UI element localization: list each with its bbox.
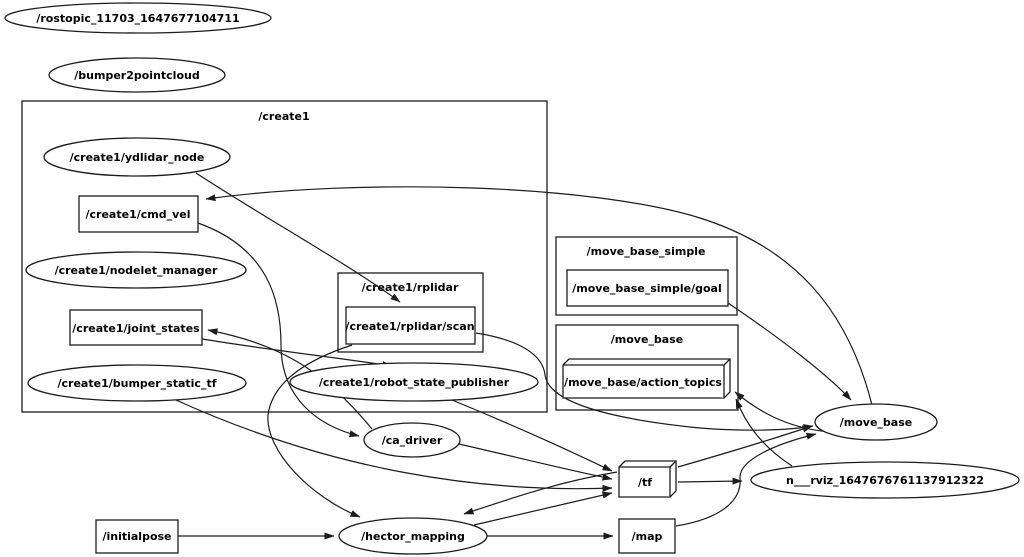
edge-jointstates-to-rsp (201, 338, 393, 369)
move-base-box (555, 324, 739, 411)
edge-cmdvel-to-cadriver (197, 222, 360, 438)
node-rviz-label: n___rviz_1647676761137912322 (786, 474, 984, 487)
edge-rviz-to-actiontopics (735, 398, 793, 467)
create1-label: /create1 (258, 110, 309, 123)
group-move-base: /move_base (555, 324, 739, 411)
node-ca-driver[interactable]: /ca_driver (363, 422, 461, 458)
topic-move-base-simple-goal-label: /move_base_simple/goal (572, 282, 722, 295)
node-ydlidar[interactable]: /create1/ydlidar_node (43, 137, 231, 177)
topic-move-base-action-topics-label: /move_base/action_topics (564, 376, 722, 389)
node-bumper2pointcloud[interactable]: /bumper2pointcloud (48, 57, 226, 93)
move-base-simple-label: /move_base_simple (587, 245, 706, 258)
node-rviz[interactable]: n___rviz_1647676761137912322 (750, 461, 1020, 499)
topic-map-label: /map (632, 530, 663, 543)
topic-joint-states[interactable]: /create1/joint_states (69, 309, 203, 346)
node-robot-state-publisher[interactable]: /create1/robot_state_publisher (289, 362, 539, 402)
node-nodelet-manager[interactable]: /create1/nodelet_manager (25, 251, 247, 289)
edge-goal-to-movebase (727, 302, 852, 401)
edge-cadriver-to-jointstates (207, 328, 373, 430)
edge-scan-to-hector (267, 344, 361, 518)
group-rplidar: /create1/rplidar (337, 272, 484, 353)
group-create1: /create1 (21, 100, 548, 413)
edge-tf-to-movebase (677, 425, 813, 468)
topic-cmd-vel[interactable]: /create1/cmd_vel (78, 195, 199, 233)
edge-rsp-to-tf (451, 399, 613, 472)
topic-initialpose[interactable]: /initialpose (95, 519, 179, 554)
topic-move-base-action-topics[interactable]: /move_base/action_topics (562, 358, 731, 399)
edge-scan-to-movebase (475, 332, 814, 432)
rplidar-label: /create1/rplidar (362, 281, 459, 294)
node-ca-driver-label: /ca_driver (382, 434, 443, 447)
move-base-group-label: /move_base (611, 333, 683, 346)
node-move-base[interactable]: /move_base (814, 403, 938, 441)
topic-tf-label: /tf (638, 476, 652, 489)
node-bumper-static-tf-label: /create1/bumper_static_tf (58, 377, 217, 390)
topic-rplidar-scan[interactable]: /create1/rplidar/scan (345, 306, 476, 345)
topic-tf[interactable]: /tf (618, 460, 677, 498)
edge-movebase-to-cmdvel (205, 186, 873, 406)
topic-map[interactable]: /map (618, 518, 676, 554)
topic-cmd-vel-label: /create1/cmd_vel (86, 208, 191, 221)
node-hector-mapping-label: /hector_mapping (361, 530, 465, 543)
node-move-base-label: /move_base (840, 416, 912, 429)
topic-move-base-simple-goal[interactable]: /move_base_simple/goal (566, 269, 729, 307)
topic-initialpose-label: /initialpose (102, 530, 171, 543)
node-robot-state-publisher-label: /create1/robot_state_publisher (319, 376, 510, 389)
node-rostopic-label: /rostopic_11703_1647677104711 (36, 12, 239, 25)
rplidar-box (337, 272, 484, 353)
edge-hector-to-tf (473, 491, 613, 526)
node-bumper2pointcloud-label: /bumper2pointcloud (74, 69, 199, 82)
graph-edges (175, 172, 873, 540)
edge-tf-to-rviz (677, 477, 743, 485)
node-hector-mapping[interactable]: /hector_mapping (338, 517, 488, 555)
edge-cadriver-to-tf (458, 443, 613, 481)
node-bumper-static-tf[interactable]: /create1/bumper_static_tf (27, 364, 247, 402)
group-move-base-simple: /move_base_simple (555, 236, 738, 316)
create1-box (21, 100, 548, 413)
topic-joint-states-label: /create1/joint_states (72, 322, 200, 335)
topic-rplidar-scan-label: /create1/rplidar/scan (345, 320, 474, 333)
edge-ydlidar-to-scan (195, 172, 401, 303)
move-base-simple-box (555, 236, 738, 316)
node-ydlidar-label: /create1/ydlidar_node (70, 151, 205, 164)
edge-bumperstatictf-to-tf (175, 399, 613, 492)
node-rostopic[interactable]: /rostopic_11703_1647677104711 (4, 2, 272, 34)
edge-movebase-to-actiontopics (734, 391, 831, 433)
node-nodelet-manager-label: /create1/nodelet_manager (55, 264, 218, 277)
edge-tf-to-hector (463, 471, 618, 515)
